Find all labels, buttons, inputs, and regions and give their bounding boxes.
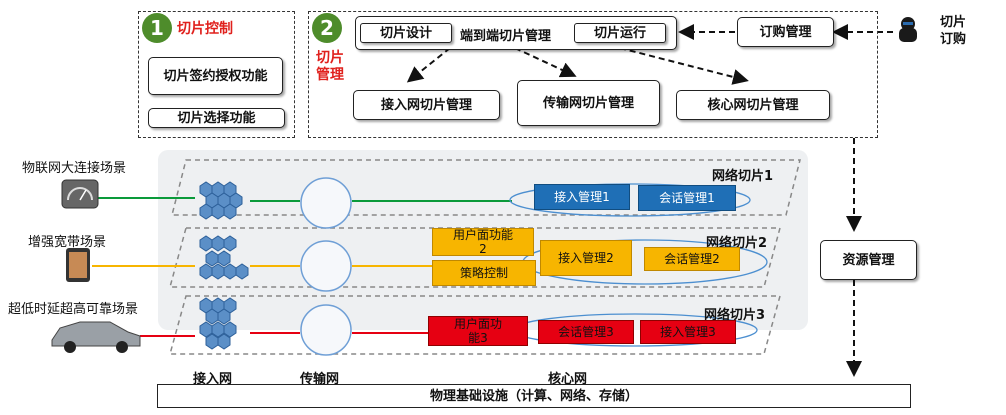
- scenario-embb-label: 增强宽带场景: [28, 235, 107, 250]
- slice-1-access-mgmt[interactable]: 接入管理1: [534, 184, 630, 210]
- slice-plane-3: [169, 295, 781, 355]
- column-access-label: 接入网: [193, 372, 233, 387]
- slice-management-title: 切片管理: [316, 50, 344, 83]
- slice-plane-1: [171, 159, 801, 216]
- slice-3-session-mgmt[interactable]: 会话管理3: [538, 320, 634, 344]
- e2e-slice-management-label: 端到端切片管理: [460, 29, 552, 44]
- slice-3-access-mgmt[interactable]: 接入管理3: [640, 320, 736, 344]
- transport-node-3: [300, 304, 352, 356]
- slice-3-user-plane[interactable]: 用户面功能3: [428, 316, 528, 346]
- slice-select-box[interactable]: 切片选择功能: [148, 108, 285, 128]
- column-transport-label: 传输网: [300, 372, 340, 387]
- order-management-box[interactable]: 订购管理: [737, 17, 834, 47]
- hex-cluster-3: [199, 297, 237, 350]
- resource-management-box[interactable]: 资源管理: [820, 240, 917, 280]
- scenario-urllc-label: 超低时延超高可靠场景: [8, 302, 139, 317]
- tablet-icon: [66, 248, 90, 282]
- slice-2-session-mgmt[interactable]: 会话管理2: [644, 247, 740, 271]
- user-icon: [899, 17, 917, 42]
- transport-node-1: [300, 177, 352, 229]
- hex-cluster-2: [199, 235, 249, 280]
- slice-2-access-mgmt[interactable]: 接入管理2: [540, 240, 632, 276]
- core-slice-management-box[interactable]: 核心网切片管理: [676, 90, 830, 120]
- slice-management-panel: [308, 11, 878, 138]
- transport-slice-management-box[interactable]: 传输网切片管理: [517, 80, 660, 126]
- slice-control-title: 切片控制: [177, 21, 233, 37]
- physical-infrastructure-bar: 物理基础设施（计算、网络、存储）: [157, 384, 911, 408]
- transport-node-2: [300, 240, 352, 292]
- slice-1-title: 网络切片1: [712, 169, 774, 184]
- step-badge-2: 2: [312, 13, 342, 43]
- slice-control-panel: [138, 11, 295, 138]
- access-slice-management-box[interactable]: 接入网切片管理: [353, 90, 500, 120]
- slice-auth-box[interactable]: 切片签约授权功能: [148, 57, 283, 95]
- slice-2-policy-control[interactable]: 策略控制: [432, 260, 536, 286]
- slice-design-button[interactable]: 切片设计: [360, 23, 452, 43]
- step-badge-1: 1: [142, 13, 172, 43]
- slice-2-user-plane[interactable]: 用户面功能2: [432, 228, 534, 256]
- slice-1-session-mgmt[interactable]: 会话管理1: [638, 185, 736, 211]
- slice-plane-2: [169, 227, 781, 288]
- iot-meter-icon: [61, 179, 99, 209]
- car-icon: [51, 321, 141, 353]
- core-cloud-1: [509, 183, 751, 217]
- slice-order-user-label: 切片订购: [940, 15, 967, 47]
- hex-cluster-1: [199, 181, 243, 220]
- slice-3-title: 网络切片3: [704, 308, 766, 323]
- column-core-label: 核心网: [548, 372, 588, 387]
- slice-run-button[interactable]: 切片运行: [574, 23, 666, 43]
- scenario-iot-label: 物联网大连接场景: [22, 161, 127, 176]
